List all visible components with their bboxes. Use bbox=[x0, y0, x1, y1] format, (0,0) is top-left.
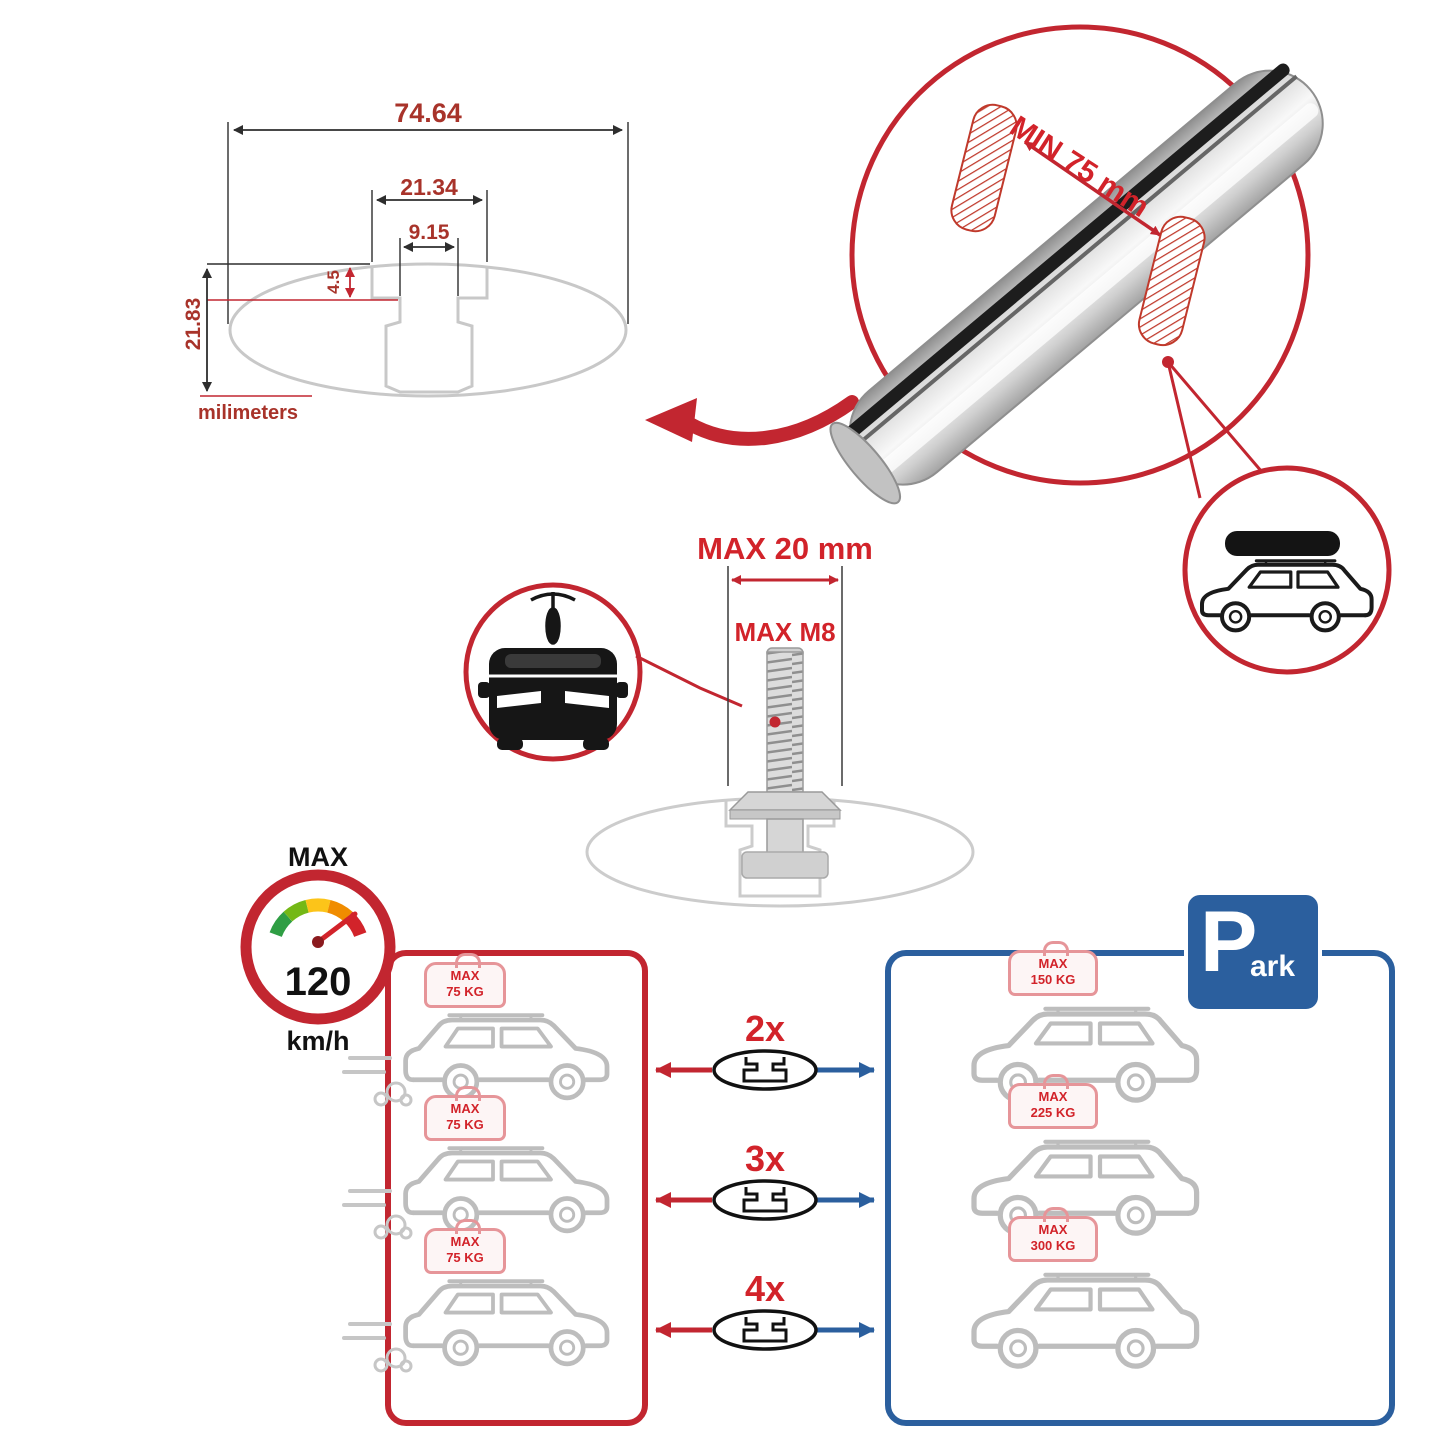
callout-line-2 bbox=[1166, 361, 1264, 473]
bicycle-icon bbox=[530, 592, 576, 645]
load-badge-right-3: MAX 300 KG bbox=[1008, 1207, 1098, 1262]
park-sign bbox=[1184, 891, 1322, 1013]
crossbar-detail bbox=[829, 24, 1324, 505]
profile-channel bbox=[370, 266, 489, 394]
badge-kg-value: 300 KG bbox=[1030, 1238, 1076, 1254]
crossbar-profile-icon bbox=[712, 1309, 818, 1351]
bolt-dim-lines bbox=[727, 566, 843, 786]
badge-kg-value: 75 KG bbox=[446, 1250, 484, 1266]
callout-arrow bbox=[645, 395, 859, 446]
load-badge-left-3: MAX 75 KG bbox=[424, 1219, 506, 1274]
multiplier-3x: 3x bbox=[744, 1138, 786, 1179]
dim-reference-lines-red bbox=[200, 299, 398, 397]
multiplier-2x: 2x bbox=[744, 1008, 786, 1049]
bolt-thread-label: MAX M8 bbox=[734, 617, 836, 647]
badge-max-label: MAX bbox=[1038, 956, 1068, 971]
dim-slot-outer: 21.34 bbox=[400, 174, 458, 200]
left-panel-cars bbox=[342, 1015, 607, 1373]
badge-max-label: MAX bbox=[450, 1234, 480, 1249]
dim-units-label: milimeters bbox=[198, 402, 299, 424]
driving-panel-box bbox=[385, 950, 648, 1426]
speed-limit-gauge bbox=[240, 869, 396, 1025]
profile-ellipse bbox=[228, 262, 628, 398]
speed-value: 120 bbox=[284, 960, 352, 1004]
badge-max-label: MAX bbox=[1038, 1089, 1068, 1104]
gauge-hub bbox=[312, 936, 324, 948]
bolt-width-label: MAX 20 mm bbox=[697, 531, 873, 566]
profile-dimension-diagram bbox=[200, 122, 629, 398]
dim-extension-lines bbox=[207, 122, 629, 324]
crossbar-profile-icon bbox=[712, 1049, 818, 1091]
dim-slot-depth: 4.5 bbox=[324, 270, 343, 294]
load-badge-left-2: MAX 75 KG bbox=[424, 1086, 506, 1141]
badge-kg-value: 150 KG bbox=[1030, 972, 1076, 988]
park-sign-letter: P bbox=[1200, 894, 1258, 990]
dust-puffs bbox=[342, 1056, 413, 1373]
profile-channel-small bbox=[724, 800, 836, 898]
callout-line-1 bbox=[1166, 361, 1202, 499]
badge-kg-value: 75 KG bbox=[446, 984, 484, 1000]
multiplier-4x: 4x bbox=[744, 1268, 786, 1309]
roof-cargo-box bbox=[1225, 531, 1340, 556]
load-badge-left-1: MAX 75 KG bbox=[424, 953, 506, 1008]
load-badge-right-2: MAX 225 KG bbox=[1008, 1074, 1098, 1129]
dim-slot-inner: 9.15 bbox=[408, 221, 450, 244]
roofbox-car-callout bbox=[1182, 465, 1392, 675]
badge-max-label: MAX bbox=[1038, 1222, 1068, 1237]
bike-car-callout bbox=[463, 582, 743, 762]
speed-max-label: MAX bbox=[288, 842, 348, 872]
bolt bbox=[728, 647, 842, 879]
badge-max-label: MAX bbox=[450, 1101, 480, 1116]
strap-left bbox=[950, 103, 1018, 233]
load-badge-right-1: MAX 150 KG bbox=[1008, 941, 1098, 996]
gauge-needle bbox=[315, 911, 358, 945]
roofbox-circle bbox=[1182, 465, 1392, 675]
car-front-icon bbox=[478, 648, 628, 750]
dim-arrow-lines bbox=[202, 125, 623, 392]
strap-right bbox=[1137, 215, 1206, 347]
badge-kg-value: 75 KG bbox=[446, 1117, 484, 1133]
badge-kg-value: 225 KG bbox=[1030, 1105, 1076, 1121]
park-sign-suffix: ark bbox=[1250, 950, 1296, 983]
crossbar-count-rows bbox=[655, 1049, 875, 1351]
bolt-assembly bbox=[585, 566, 975, 908]
crossbar-profile-icon bbox=[712, 1179, 818, 1221]
min-clearance-arrow bbox=[1024, 140, 1161, 237]
badge-max-label: MAX bbox=[450, 968, 480, 983]
dim-total-width: 74.64 bbox=[394, 98, 462, 128]
speed-unit: km/h bbox=[286, 1026, 350, 1056]
aluminum-crossbar bbox=[829, 63, 1324, 505]
leader-line-circle bbox=[635, 654, 743, 708]
dim-total-height: 21.83 bbox=[182, 297, 205, 351]
